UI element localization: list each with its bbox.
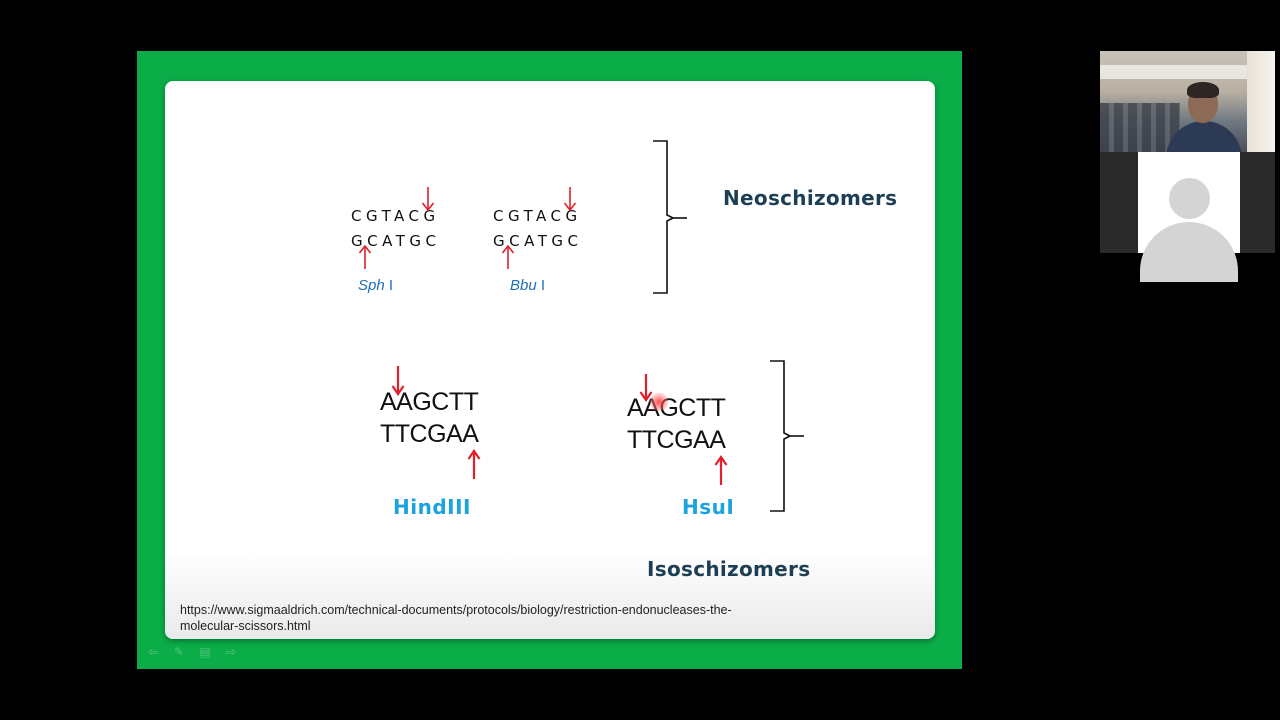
hsui-bottom-cut-arrow-icon: [714, 455, 728, 485]
sph-bottom-cut-arrow-icon: [358, 244, 372, 269]
room-window: [1247, 51, 1275, 152]
hindiii-bottom-strand: TTCGAA: [380, 420, 479, 448]
participant-avatar-tile[interactable]: [1138, 152, 1240, 282]
pointer-cursor: [650, 393, 668, 411]
avatar-body-icon: [1140, 222, 1238, 282]
slide: CGTACG GCATGC Sph I CGTACG GCATGC Bbu I: [165, 81, 935, 639]
slide-shade: [165, 549, 935, 639]
source-url[interactable]: https://www.sigmaaldrich.com/technical-d…: [180, 603, 732, 633]
bbu-suffix: I: [540, 277, 546, 294]
sph-top-cut-arrow-icon: [421, 187, 435, 212]
neoschizomers-heading: Neoschizomers: [723, 186, 898, 210]
neoschizomers-brace-icon: [653, 140, 687, 294]
bbu-label: Bbu I: [510, 277, 545, 294]
presentation-frame: CGTACG GCATGC Sph I CGTACG GCATGC Bbu I: [137, 51, 962, 669]
sph-top-strand: CGTACG: [351, 207, 440, 225]
sph-label: Sph I: [358, 277, 393, 294]
arrow-forward-icon[interactable]: ⇨: [225, 645, 237, 659]
sph-name: Sph: [358, 277, 385, 294]
menu-icon[interactable]: ▤: [199, 645, 211, 659]
arrow-back-icon[interactable]: ⇦: [147, 645, 159, 659]
hindiii-top-cut-arrow-icon: [391, 366, 405, 396]
hindiii-label: HindIII: [393, 495, 471, 519]
bbu-name: Bbu: [510, 277, 537, 294]
video-participants-panel: [1100, 51, 1275, 282]
presenter-video[interactable]: [1100, 51, 1275, 152]
isoschizomers-heading: Isoschizomers: [647, 557, 811, 581]
room-chairs: [1100, 103, 1180, 152]
pen-icon[interactable]: ✎: [173, 645, 185, 659]
room-banner: [1100, 65, 1275, 79]
bbu-top-strand: CGTACG: [493, 207, 582, 225]
avatar-head-icon: [1169, 178, 1210, 219]
bbu-bottom-strand: GCATGC: [493, 232, 583, 250]
sph-suffix: I: [388, 277, 394, 294]
slideshow-toolbar: ⇦ ✎ ▤ ⇨: [145, 645, 239, 661]
hsui-top-strand: AAGCTT: [627, 394, 726, 422]
bbu-bottom-cut-arrow-icon: [501, 244, 515, 269]
hsui-top-cut-arrow-icon: [639, 374, 653, 402]
bbu-top-cut-arrow-icon: [563, 187, 577, 212]
hsui-bottom-strand: TTCGAA: [627, 426, 726, 454]
hindiii-bottom-cut-arrow-icon: [467, 449, 481, 479]
presenter-hair: [1187, 82, 1219, 98]
isoschizomers-brace-icon: [770, 360, 804, 512]
hsui-label: HsuI: [682, 495, 735, 519]
sph-bottom-strand: GCATGC: [351, 232, 441, 250]
